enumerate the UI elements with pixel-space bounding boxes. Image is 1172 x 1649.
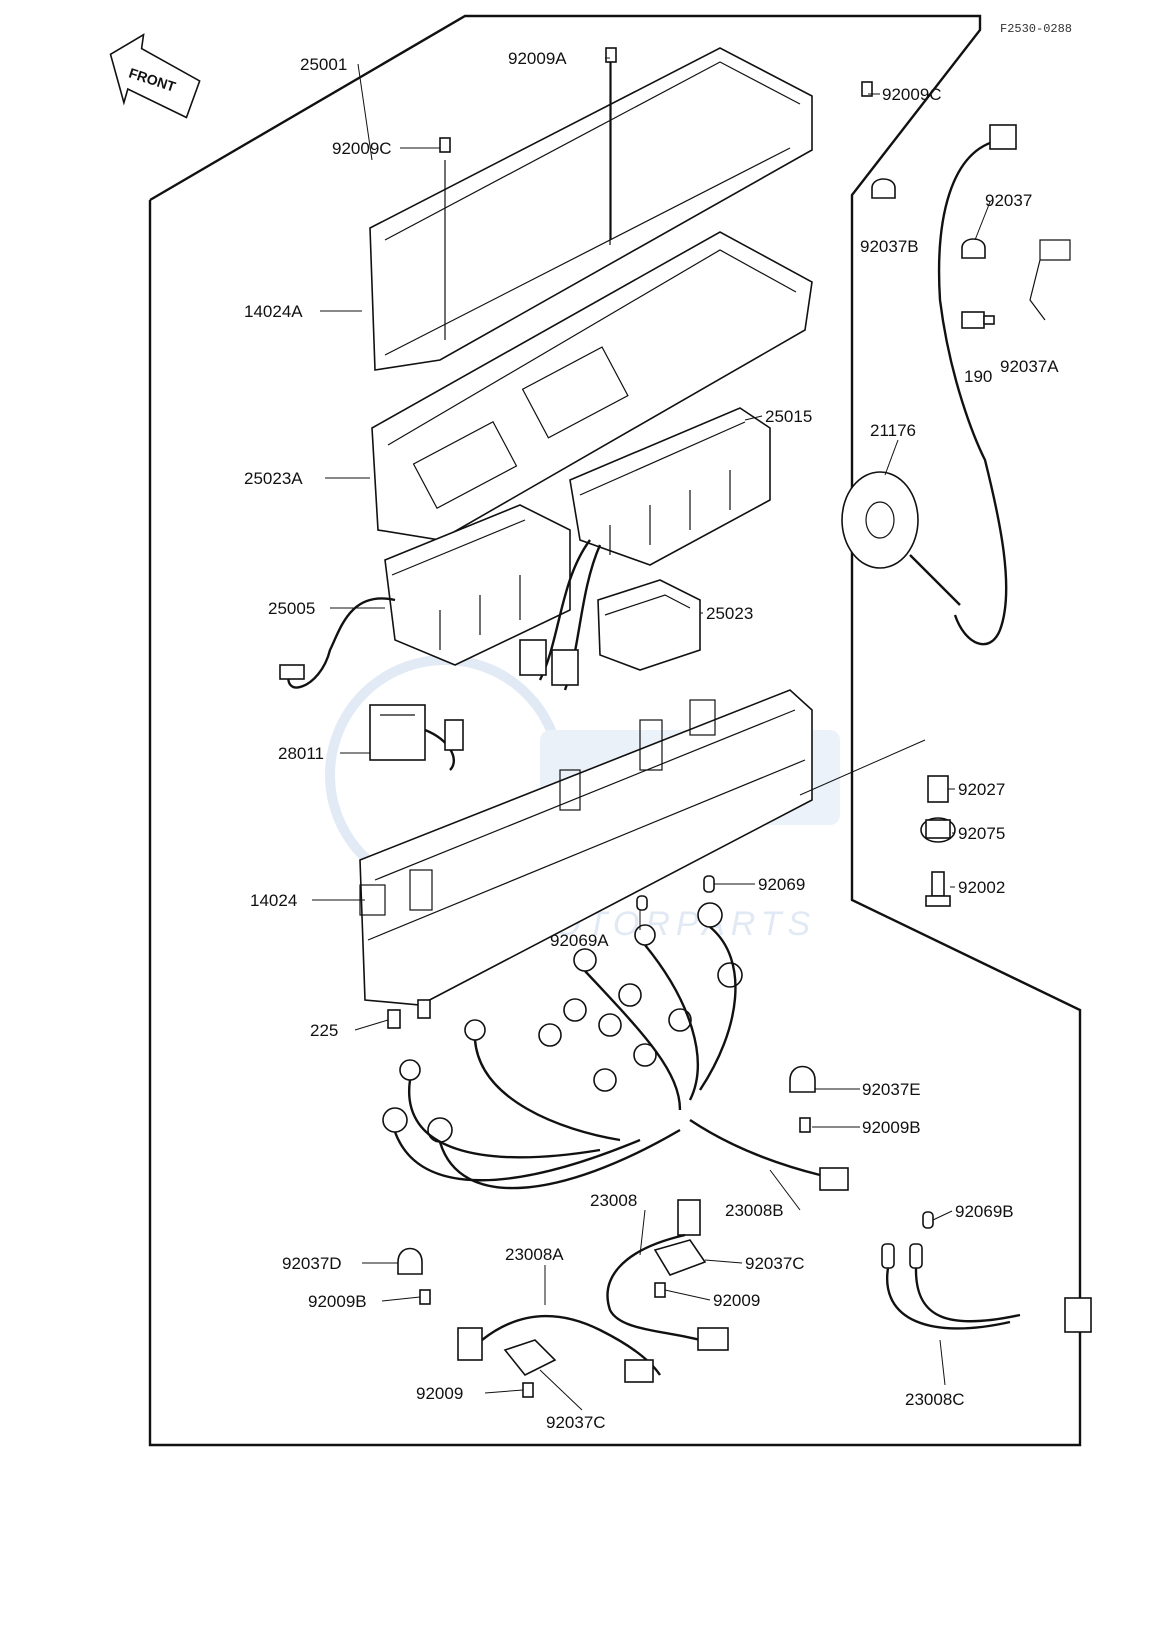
screw-92009b-left-icon (419, 1289, 431, 1305)
bulb-socket-harness (382, 902, 849, 1191)
front-arrow-icon: FRONT (109, 33, 201, 119)
callout-92037c-bottom: 92037C (546, 1413, 606, 1432)
indicator-panel-25023 (597, 579, 701, 671)
callout-25005: 25005 (268, 599, 315, 618)
callout-92009b-left: 92009B (308, 1292, 367, 1311)
callout-92037: 92037 (985, 191, 1032, 210)
callout-92002: 92002 (958, 878, 1005, 897)
screw-92009c-left-icon (439, 137, 451, 153)
callout-25023a: 25023A (244, 469, 303, 488)
bolt-190-icon (961, 311, 995, 329)
callout-92037c-right: 92037C (745, 1254, 805, 1273)
callout-25023: 25023 (706, 604, 753, 623)
lower-case-14024 (359, 689, 813, 1006)
gauge-25015 (569, 407, 771, 566)
callout-labels: 25001 92009A 92009C 92009C 92037 92037B … (244, 49, 1059, 1432)
clamp-92037b-icon (871, 178, 896, 199)
clamp-92037d-icon (397, 1247, 423, 1275)
bolt-92002-icon (925, 871, 951, 907)
sub-harness-23008 (606, 1199, 729, 1351)
sensor-21176-icon (841, 471, 961, 606)
callout-92009-bottom: 92009 (416, 1384, 463, 1403)
callout-190: 190 (964, 367, 992, 386)
meter-housing-25023a (371, 231, 813, 541)
grommet-92075-icon (920, 817, 956, 843)
callout-92037e: 92037E (862, 1080, 921, 1099)
gauge-connector-wires (519, 539, 602, 691)
screw-92009c-right-icon (861, 81, 873, 97)
screw-92009b-right-icon (799, 1117, 811, 1133)
collar-92027-icon (927, 775, 949, 803)
callout-92009a: 92009A (508, 49, 567, 68)
screw-92009a-icon (605, 47, 617, 240)
callout-92027: 92027 (958, 780, 1005, 799)
callout-25015: 25015 (765, 407, 812, 426)
callout-92069b: 92069B (955, 1202, 1014, 1221)
bulb-92069a-icon (636, 895, 648, 911)
callout-92075: 92075 (958, 824, 1005, 843)
callout-23008c: 23008C (905, 1390, 965, 1409)
screw-92009-bottom-icon (522, 1382, 534, 1398)
callout-14024: 14024 (250, 891, 297, 910)
upper-cover-14024a (369, 47, 813, 371)
callout-92037a: 92037A (1000, 357, 1059, 376)
clamp-92037-icon (961, 238, 986, 259)
callout-92009c-right: 92009C (882, 85, 942, 104)
callout-23008a: 23008A (505, 1245, 564, 1264)
relay-28011 (369, 704, 464, 771)
reference-code: F2530-0288 (1000, 22, 1072, 36)
clamp-92037e-icon (789, 1065, 816, 1093)
leader-92027-assembly (799, 739, 926, 796)
screw-225-icon (387, 999, 431, 1029)
callout-25001: 25001 (300, 55, 347, 74)
callout-21176: 21176 (870, 421, 916, 440)
leader-lines (312, 57, 991, 1411)
callout-92009b-right: 92009B (862, 1118, 921, 1137)
callout-225: 225 (310, 1021, 338, 1040)
speedometer-cable (937, 124, 1017, 646)
callout-28011: 28011 (278, 744, 324, 763)
bracket-92037a-icon (1029, 239, 1071, 321)
gauge-25005 (279, 504, 571, 689)
callout-23008: 23008 (590, 1191, 637, 1210)
sub-harness-23008c (881, 1211, 1092, 1333)
callout-92037d: 92037D (282, 1254, 342, 1273)
screw-92009-mid-icon (654, 1282, 666, 1298)
callout-92069: 92069 (758, 875, 805, 894)
bulb-92069-icon (703, 875, 715, 893)
callout-14024a: 14024A (244, 302, 303, 321)
sub-harness-23008a (457, 1314, 661, 1383)
callout-92009-mid: 92009 (713, 1291, 760, 1310)
callout-92069a: 92069A (550, 931, 609, 950)
callout-92037b: 92037B (860, 237, 919, 256)
callout-92009c-left: 92009C (332, 139, 392, 158)
callout-23008b: 23008B (725, 1201, 784, 1220)
